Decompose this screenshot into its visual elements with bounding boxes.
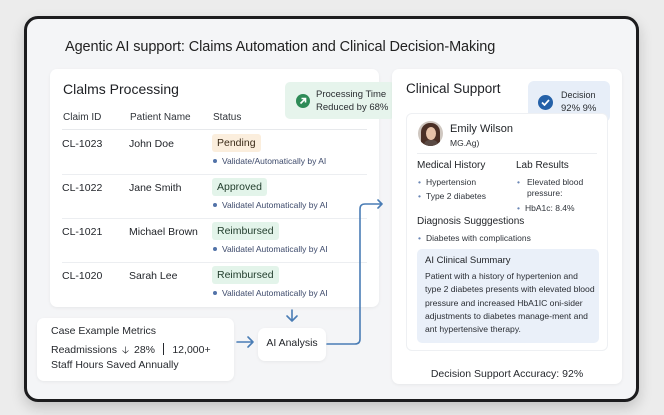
status-badge: Reimbursed — [212, 266, 279, 284]
claim-id: CL-1021 — [62, 226, 103, 238]
summary-title: AI Clinical Summary — [425, 255, 511, 266]
validation-note-text: Validatel Automatically by AI — [222, 288, 328, 298]
summary-body: Patient with a history of hypertenion an… — [425, 271, 595, 335]
lab-result-item: •Elevated blood pressure: — [517, 177, 584, 198]
avatar — [418, 121, 443, 146]
table-row[interactable]: CL-1021 Michael Brown Reimbursed Validat… — [62, 219, 367, 263]
table-row[interactable]: CL-1022 Jane Smith Approved Validatel Au… — [62, 175, 367, 219]
patient-name: Emily Wilson — [450, 123, 513, 135]
validation-note-text: Validatel Automatically by AI — [222, 244, 328, 254]
lab-results-heading: Lab Results — [516, 160, 569, 171]
claims-title: Clalms Processing — [63, 81, 179, 97]
diagnosis-item: •Diabetes with complications — [418, 233, 531, 243]
lab-result-item: •HbA1c: 8.4% — [517, 203, 575, 213]
down-arrow-icon: 🡣 — [121, 345, 130, 356]
decision-value: 92% 9% — [561, 103, 597, 114]
validation-note: Validatel Automatically by AI — [213, 244, 328, 254]
validation-note: Validatel Automatically by AI — [213, 288, 328, 298]
processing-time-badge: Processing Time Reduced by 68% — [285, 82, 395, 119]
medical-history-item: •Hypertension — [418, 177, 477, 187]
validation-note-text: Validatel Automatically by AI — [222, 200, 328, 210]
row-divider — [62, 262, 367, 263]
claims-processing-card: Clalms Processing Processing Time Reduce… — [50, 69, 395, 307]
bullet-icon: • — [418, 191, 421, 201]
patient-name: Sarah Lee — [129, 270, 178, 282]
bullet-icon — [213, 202, 217, 207]
arrow-metrics-to-ai — [236, 336, 254, 348]
case-metrics-card: Case Example Metrics Readmissions 🡣 28% … — [37, 318, 234, 381]
diagnosis-heading: Diagnosis Sugggestions — [417, 216, 525, 227]
validation-note: Validatel Automatically by AI — [213, 200, 328, 210]
page-title: Agentic AI support: Claims Automation an… — [65, 39, 496, 55]
bullet-icon: • — [418, 233, 421, 243]
bullet-icon: • — [418, 177, 421, 187]
row-divider — [62, 218, 367, 219]
clinical-support-card: Clinical Support Decision 92% 9% Emily W… — [392, 69, 622, 384]
validation-note-text: Validate/Automatically by AI — [222, 156, 327, 166]
metric-divider — [162, 343, 165, 356]
bullet-icon — [213, 290, 217, 295]
status-badge: Reimbursed — [212, 222, 279, 240]
processing-time-value: Reduced by 68% — [316, 102, 389, 113]
readmissions-metric: Readmissions 🡣 28% 12,000+ — [51, 343, 211, 360]
ai-analysis-label: AI Analysis — [266, 337, 318, 349]
status-badge: Approved — [212, 178, 267, 196]
processing-time-label: Processing Time — [316, 89, 387, 100]
header-divider — [62, 129, 367, 130]
patient-id: MG.Ag) — [450, 138, 480, 148]
ai-analysis-node[interactable]: AI Analysis — [258, 328, 326, 361]
metrics-title: Case Example Metrics — [51, 325, 157, 337]
col-claim-id: Claim ID — [63, 112, 102, 123]
table-row[interactable]: CL-1023 John Doe Pending Validate/Automa… — [62, 131, 367, 175]
arrow-claims-to-ai — [286, 309, 298, 322]
staff-hours-value: 12,000+ — [172, 344, 211, 356]
row-divider — [62, 174, 367, 175]
readmissions-label: Readmissions — [51, 344, 117, 356]
bullet-icon — [213, 158, 217, 163]
patient-divider — [417, 153, 597, 154]
clinical-title: Clinical Support — [406, 81, 501, 96]
patient-name: Michael Brown — [129, 226, 198, 238]
patient-name: Jane Smith — [129, 182, 182, 194]
table-row[interactable]: CL-1020 Sarah Lee Reimbursed Validatel A… — [62, 263, 367, 307]
arrow-up-right-icon — [296, 94, 310, 108]
bullet-icon: • — [517, 203, 520, 213]
check-circle-icon — [538, 95, 553, 110]
col-patient-name: Patient Name — [130, 112, 191, 123]
patient-card: Emily Wilson MG.Ag) Medical History •Hyp… — [406, 113, 608, 351]
staff-hours-label: Staff Hours Saved Annually — [51, 359, 179, 371]
medical-history-item: •Type 2 diabetes — [418, 191, 486, 201]
col-status: Status — [213, 112, 242, 123]
validation-note: Validate/Automatically by AI — [213, 156, 326, 166]
ai-clinical-summary: AI Clinical Summary Patient with a histo… — [417, 249, 599, 343]
claim-id: CL-1022 — [62, 182, 103, 194]
claim-id: CL-1020 — [62, 270, 103, 282]
app-window: Agentic AI support: Claims Automation an… — [24, 16, 639, 402]
bullet-icon — [213, 246, 217, 251]
bullet-icon: • — [517, 177, 520, 187]
decision-label: Decision — [561, 90, 596, 100]
status-badge: Pending — [212, 134, 261, 152]
claim-id: CL-1023 — [62, 138, 103, 150]
patient-name: John Doe — [129, 138, 174, 150]
decision-support-accuracy: Decision Support Accuracy: 92% — [430, 368, 584, 380]
readmissions-value: 28% — [133, 344, 155, 356]
medical-history-heading: Medical History — [417, 160, 486, 171]
